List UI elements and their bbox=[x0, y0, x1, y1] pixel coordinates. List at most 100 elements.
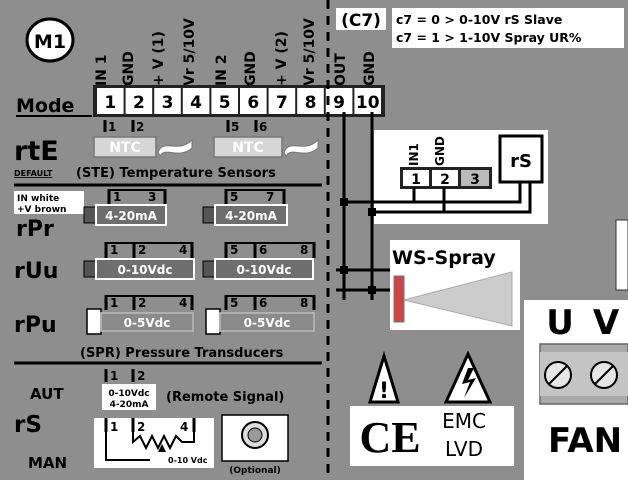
rpu-pin: 8 bbox=[300, 296, 308, 310]
wire-note-box bbox=[14, 191, 84, 214]
ntc-label: NTC bbox=[232, 140, 264, 156]
rs-device-label: rS bbox=[510, 151, 532, 172]
rpu-transducer-1: 1 2 4 0-5Vdc bbox=[86, 295, 194, 335]
spray-nozzle-icon bbox=[393, 275, 405, 323]
remote-signal-4-20: 4-20mA bbox=[110, 400, 149, 410]
rpr-code: rPr bbox=[16, 217, 54, 242]
signal-label: 4-20mA bbox=[225, 209, 278, 223]
rpu-pin: 2 bbox=[138, 296, 146, 310]
rs-pin: 1 bbox=[110, 369, 118, 383]
rs-device-box bbox=[498, 134, 544, 184]
rs-box-in1-label: IN1 bbox=[407, 143, 421, 166]
rs-code: rS bbox=[14, 412, 42, 438]
ruu-pin: 6 bbox=[259, 243, 267, 257]
terminal-cell bbox=[297, 88, 324, 114]
terminal-cell bbox=[97, 88, 124, 114]
connector-icon bbox=[205, 308, 221, 335]
man-label: MAN bbox=[28, 454, 67, 472]
signal-label: 0-5Vdc bbox=[124, 316, 171, 330]
terminal-cell bbox=[182, 88, 210, 114]
probe-cable-icon bbox=[283, 138, 319, 158]
electrical-hazard-icon bbox=[443, 350, 493, 404]
connector-icon bbox=[202, 260, 216, 278]
terminal-function-label: IN 2 bbox=[214, 54, 230, 86]
probe-cable-icon bbox=[157, 138, 193, 158]
signal-label: 0-5Vdc bbox=[244, 316, 291, 330]
partial-device bbox=[615, 219, 628, 291]
rpr-pin: 5 bbox=[230, 190, 238, 204]
terminal-function-label: OUT bbox=[333, 53, 349, 86]
terminal-function-label: + V (1) bbox=[151, 31, 167, 86]
c7-note-slave: c7 = 0 > 0-10V rS Slave bbox=[396, 12, 562, 27]
terminal-number: 4 bbox=[190, 93, 202, 113]
rpr-pin: 3 bbox=[148, 190, 156, 204]
signal-module-body bbox=[214, 204, 288, 226]
rte-pin: 1 bbox=[108, 120, 116, 134]
signal-module-body bbox=[95, 258, 195, 280]
emc-label: EMC bbox=[442, 409, 486, 433]
signal-module-body bbox=[100, 312, 194, 332]
ruu-transducer-1: 1 2 4 0-10Vdc bbox=[83, 242, 195, 280]
terminal-function-label: GND bbox=[362, 51, 378, 86]
rs-box-terminal: 1 bbox=[411, 172, 421, 188]
rpu-pin: 4 bbox=[179, 296, 187, 310]
rpr-transducer-1: 1 3 4-20mA bbox=[83, 189, 167, 226]
spr-description: (SPR) Pressure Transducers bbox=[80, 346, 284, 361]
remote-signal-label: (Remote Signal) bbox=[166, 390, 284, 405]
signal-label: 0-10Vdc bbox=[236, 263, 291, 277]
remote-signal-0-10: 0-10Vdc bbox=[108, 389, 149, 399]
ruu-pin: 2 bbox=[138, 243, 146, 257]
c7-label-box bbox=[336, 8, 386, 30]
ruu-code: rUu bbox=[14, 259, 58, 284]
terminal-number: 9 bbox=[333, 93, 345, 113]
terminal-number: 6 bbox=[247, 93, 259, 113]
c7-label: (C7) bbox=[341, 11, 381, 31]
rte-pin: 2 bbox=[136, 120, 144, 134]
module-label: M1 bbox=[34, 31, 66, 53]
warning-icon: ! bbox=[367, 350, 401, 404]
rte-pin: 6 bbox=[259, 120, 267, 134]
rs-box-terminals: 1 2 3 bbox=[400, 167, 492, 189]
signal-module-body bbox=[95, 204, 167, 226]
connector-icon bbox=[83, 206, 97, 224]
ruu-pin: 1 bbox=[110, 243, 118, 257]
lvd-label: LVD bbox=[445, 437, 483, 461]
terminal-cell bbox=[125, 88, 153, 114]
ruu-pin: 5 bbox=[230, 243, 238, 257]
rte-default-label: DEFAULT bbox=[14, 169, 53, 178]
rs-pin: 4 bbox=[180, 420, 188, 434]
signal-label: 0-10Vdc bbox=[117, 263, 172, 277]
rs-pin: 1 bbox=[110, 420, 118, 434]
terminal-function-label: + V (2) bbox=[274, 31, 290, 86]
rpr-transducer-2: 5 7 4-20mA bbox=[202, 189, 288, 226]
wiper-arrow-icon bbox=[158, 444, 166, 452]
terminal-cell bbox=[211, 88, 238, 114]
terminal-function-label: Vr 5/10V bbox=[182, 18, 198, 86]
remote-signal-input: 1 2 0-10Vdc 4-20mA (Remote Signal) bbox=[102, 369, 284, 410]
connector-icon bbox=[83, 260, 97, 278]
svg-text:!: ! bbox=[379, 379, 389, 404]
terminal-function-label: IN 1 bbox=[94, 54, 110, 86]
wire-note-white: IN white bbox=[17, 194, 59, 204]
rte-description: (STE) Temperature Sensors bbox=[76, 166, 276, 181]
aut-label: AUT bbox=[30, 385, 64, 403]
mode-label: Mode bbox=[16, 95, 74, 117]
terminal-function-label: GND bbox=[121, 51, 137, 86]
remote-signal-box bbox=[102, 384, 156, 410]
fan-v-label: V bbox=[593, 303, 620, 343]
c7-note-spray: c7 = 1 > 1-10V Spray UR% bbox=[396, 30, 582, 45]
ruu-pin: 4 bbox=[179, 243, 187, 257]
rpu-pin: 1 bbox=[110, 296, 118, 310]
ruu-transducer-2: 5 6 8 0-10Vdc bbox=[202, 242, 316, 280]
module-badge bbox=[25, 17, 75, 63]
rs-box-terminal: 2 bbox=[440, 172, 450, 188]
signal-module-body bbox=[214, 258, 314, 280]
rs-pin: 2 bbox=[137, 420, 145, 434]
connector-icon bbox=[86, 308, 102, 335]
ruu-pin: 8 bbox=[300, 243, 308, 257]
c7-note-box bbox=[392, 8, 624, 48]
rpu-code: rPu bbox=[14, 313, 57, 338]
